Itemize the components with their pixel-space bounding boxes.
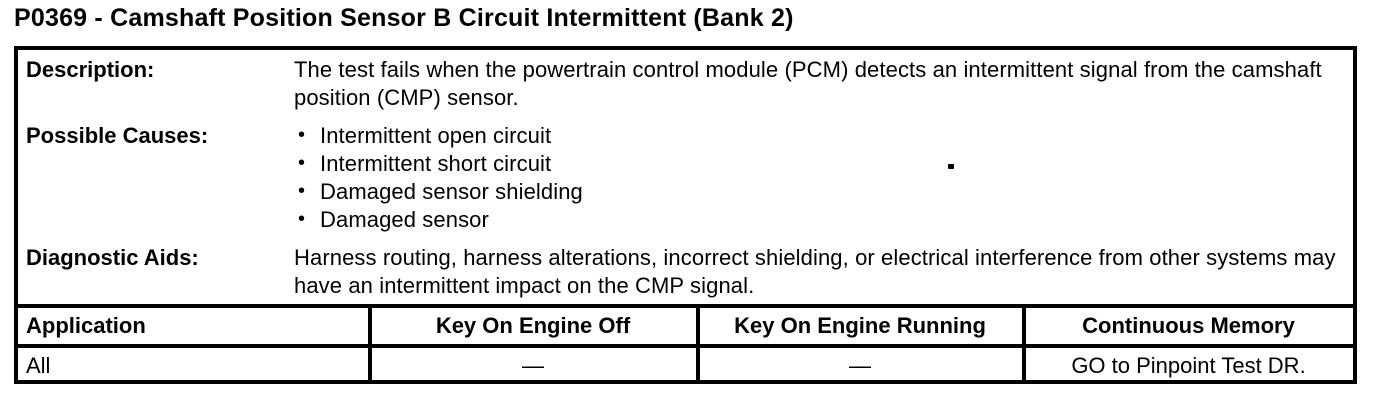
list-item: Damaged sensor — [294, 205, 1343, 234]
column-header-continuous-memory: Continuous Memory — [1082, 313, 1295, 338]
list-item: Damaged sensor shielding — [294, 177, 1343, 206]
column-header-key-on-engine-running: Key On Engine Running — [700, 308, 1026, 344]
diagnostic-aids-label: Diagnostic Aids: — [26, 245, 199, 270]
diagnostic-aids-text: Harness routing, harness alterations, in… — [294, 245, 1336, 298]
column-header-application: Application — [18, 308, 372, 344]
list-item: Intermittent short circuit — [294, 149, 1343, 178]
possible-causes-list: Intermittent open circuit Intermittent s… — [294, 121, 1343, 234]
possible-causes-row: Possible Causes: Intermittent open circu… — [26, 121, 1343, 234]
scan-artifact-dot — [948, 164, 954, 169]
cell-continuous-memory: GO to Pinpoint Test DR. — [1071, 353, 1306, 378]
dtc-info-table: Description: The test fails when the pow… — [14, 46, 1357, 384]
possible-causes-label: Possible Causes: — [26, 123, 209, 148]
table-row: All — — GO to Pinpoint Test DR. — [18, 348, 1353, 384]
cell-application: All — [18, 348, 372, 384]
diagnostic-aids-row: Diagnostic Aids: Harness routing, harnes… — [26, 244, 1343, 300]
description-label: Description: — [26, 57, 155, 82]
cell-key-on-engine-running: — — [700, 348, 1026, 384]
application-table: Application Key On Engine Off Key On Eng… — [18, 304, 1353, 384]
cell-key-on-engine-off: — — [372, 348, 700, 384]
possible-causes-list-wrap: Intermittent open circuit Intermittent s… — [294, 121, 1343, 234]
description-text: The test fails when the powertrain contr… — [294, 57, 1322, 110]
page-title: P0369 - Camshaft Position Sensor B Circu… — [14, 4, 794, 32]
description-row: Description: The test fails when the pow… — [26, 56, 1343, 112]
table-header-row: Application Key On Engine Off Key On Eng… — [18, 308, 1353, 348]
column-header-key-on-engine-off: Key On Engine Off — [372, 308, 700, 344]
list-item: Intermittent open circuit — [294, 121, 1343, 150]
dtc-info-section: Description: The test fails when the pow… — [18, 50, 1353, 304]
